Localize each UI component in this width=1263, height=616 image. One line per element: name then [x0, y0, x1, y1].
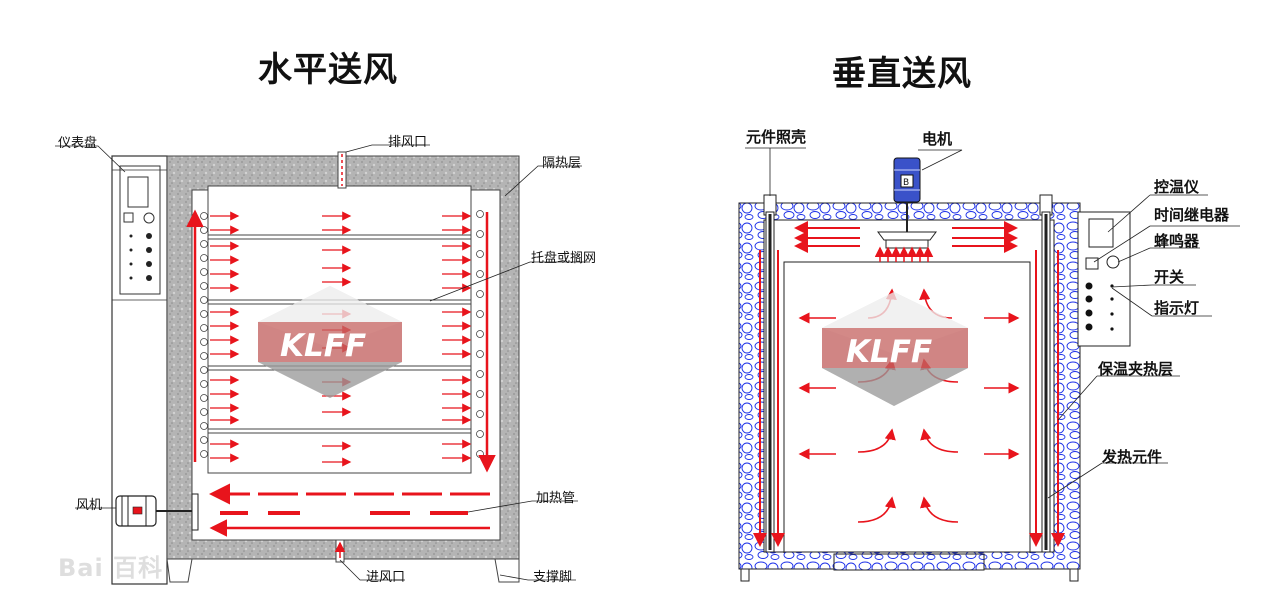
- label-timer-relay: 时间继电器: [1154, 206, 1230, 224]
- heating-elements: [765, 211, 1051, 553]
- fan-outlet-arrows: [874, 246, 934, 262]
- exhaust-port: [337, 151, 347, 189]
- fan-motor: [115, 493, 199, 531]
- left-leader-lines: [55, 144, 590, 581]
- label-element-cover: 元件照壳: [746, 128, 807, 146]
- label-tray: 托盘或搁网: [531, 251, 597, 266]
- element-covers: [763, 194, 1053, 216]
- label-exhaust-port: 排风口: [388, 135, 428, 150]
- label-indicator-light: 指示灯: [1154, 299, 1200, 317]
- thermostat-display: [1088, 218, 1114, 248]
- klff-logo-text-left: KLFF: [280, 328, 366, 364]
- vertical-flow-arrows: [753, 250, 1065, 547]
- bottom-insulation-blocks: [833, 553, 985, 571]
- indicator-lights: [1085, 282, 1114, 331]
- klff-logo-right: [822, 292, 968, 406]
- label-heating-element: 发热元件: [1102, 448, 1163, 466]
- label-switch: 开关: [1154, 268, 1185, 286]
- chamber-flow-arrows: [798, 288, 1020, 523]
- panel-indicators: [129, 233, 152, 281]
- label-fan: 风机: [76, 498, 103, 513]
- label-motor: 电机: [922, 130, 953, 148]
- baidu-watermark: Bai 百科: [58, 554, 164, 582]
- klff-logo-left: [258, 286, 402, 398]
- inlet-port: [334, 539, 346, 563]
- right-diagram-title: 垂直送风: [832, 54, 972, 94]
- label-heater-tube: 加热管: [536, 491, 576, 506]
- timer-relay-box: [1085, 257, 1099, 270]
- left-air-holes: [200, 212, 208, 458]
- label-instrument-panel: 仪表盘: [58, 136, 98, 151]
- panel-knob: [143, 212, 155, 224]
- panel-switch: [123, 212, 134, 223]
- right-air-holes: [476, 210, 484, 458]
- label-insulation-layer: 隔热层: [542, 156, 582, 171]
- motor-mark: B: [903, 178, 909, 188]
- motor: [877, 157, 937, 249]
- right-feet: [740, 568, 1079, 582]
- right-leader-lines: [745, 147, 1240, 499]
- working-chamber: [783, 261, 1031, 553]
- label-thermostat: 控温仪: [1154, 178, 1200, 196]
- support-feet: [166, 558, 520, 583]
- buzzer-circle: [1106, 255, 1120, 269]
- klff-logo-text-right: KLFF: [846, 334, 932, 370]
- left-diagram-title: 水平送风: [258, 50, 398, 90]
- horizontal-airflow-arrows: [210, 211, 472, 467]
- label-air-inlet: 进风口: [366, 570, 406, 585]
- label-insulation-heat-layer: 保温夹热层: [1098, 360, 1174, 378]
- vertical-oven: B: [738, 147, 1240, 582]
- top-plenum-arrows: [794, 221, 1018, 253]
- label-buzzer: 蜂鸣器: [1154, 232, 1200, 250]
- panel-display: [127, 176, 149, 208]
- label-support-foot: 支撑脚: [533, 570, 573, 585]
